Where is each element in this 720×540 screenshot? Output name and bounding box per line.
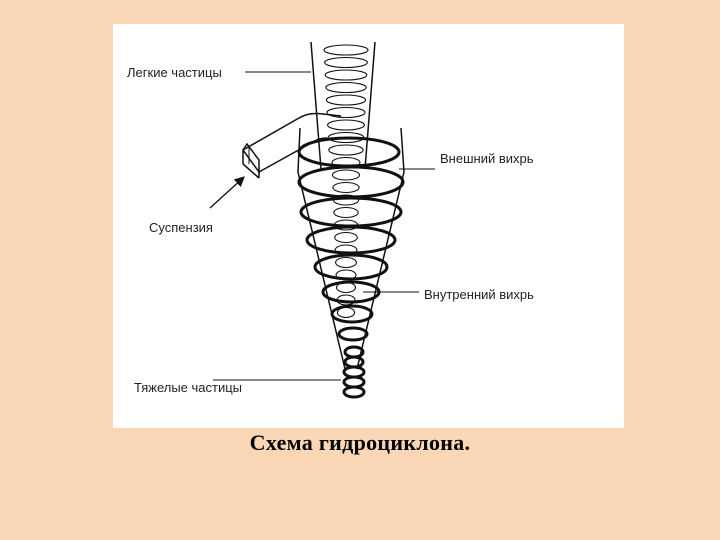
inner-vortex-loop — [328, 144, 364, 156]
inner-vortex-loop — [332, 181, 360, 194]
inner-vortex-loop — [325, 81, 367, 94]
inner-vortex-loop — [326, 106, 366, 119]
diagram-panel: Легкие частицы Внешний вихрь Суспензия В… — [113, 24, 624, 428]
inner-vortex-loop — [335, 256, 357, 269]
outer-vortex-loop — [342, 385, 366, 399]
label-suspension: Суспензия — [149, 220, 213, 235]
outer-vortex-loop — [299, 196, 403, 228]
inner-vortex-loop — [325, 94, 367, 106]
inner-vortex-loop — [334, 231, 358, 244]
suspension-arrow — [209, 176, 245, 209]
inner-vortex-loop — [324, 56, 368, 69]
outer-vortex-loop — [330, 304, 374, 324]
label-light-particles: Легкие частицы — [127, 65, 222, 80]
label-heavy-particles: Тяжелые частицы — [134, 380, 243, 395]
label-inner-vortex: Внутренний вихрь — [424, 287, 534, 302]
inner-vortex-loop — [331, 156, 361, 169]
label-outer-vortex: Внешний вихрь — [440, 151, 534, 166]
inner-vortex-loop — [335, 269, 357, 281]
inner-vortex-spiral — [323, 44, 369, 319]
figure-caption: Схема гидроциклона. — [249, 430, 471, 455]
inner-vortex-loop — [335, 281, 357, 294]
inner-vortex-loop — [327, 131, 365, 144]
cyclone-body — [297, 127, 405, 370]
inner-vortex-loop — [336, 306, 356, 319]
outer-vortex-loop — [305, 225, 397, 255]
outer-vortex-loop — [337, 326, 369, 342]
inner-vortex-loop — [333, 219, 359, 231]
inner-vortex-loop — [332, 194, 360, 206]
inner-vortex-loop — [331, 169, 361, 181]
inner-vortex-loop — [334, 244, 358, 256]
inner-vortex-loop — [336, 294, 356, 306]
hydrocyclone-diagram — [209, 41, 435, 399]
inner-vortex-loop — [323, 44, 369, 56]
inner-vortex-loop — [327, 119, 365, 131]
inner-vortex-loop — [333, 206, 359, 219]
outer-vortex-spiral — [297, 136, 405, 399]
overflow-pipe — [310, 41, 376, 170]
inner-vortex-loop — [324, 69, 368, 81]
